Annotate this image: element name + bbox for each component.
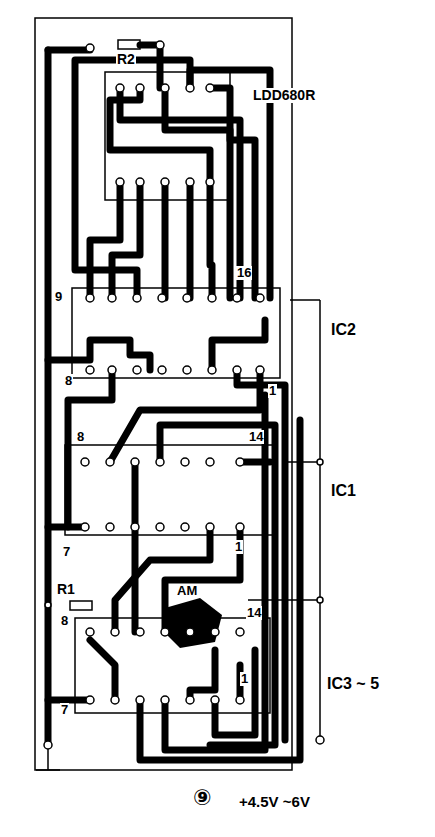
pad xyxy=(131,458,139,466)
pad xyxy=(206,523,214,531)
ic-label: IC3 ~ 5 xyxy=(326,676,380,693)
pin-number: 1 xyxy=(240,672,249,686)
pad xyxy=(208,294,216,302)
pad xyxy=(161,696,169,704)
pin-number: 16 xyxy=(236,266,252,280)
pad xyxy=(186,696,194,704)
pad xyxy=(256,294,264,302)
pad xyxy=(136,178,144,186)
pad xyxy=(161,178,169,186)
pad xyxy=(108,294,116,302)
pin-number: 8 xyxy=(60,614,69,628)
pad xyxy=(211,628,219,636)
pads xyxy=(81,41,264,704)
pad xyxy=(86,366,94,374)
pad xyxy=(81,523,89,531)
pad xyxy=(158,366,166,374)
pad xyxy=(186,84,194,92)
pad xyxy=(186,178,194,186)
pin-number: 14 xyxy=(248,430,264,444)
pad xyxy=(183,294,191,302)
pin-number: 1 xyxy=(234,540,243,554)
ic-label: IC1 xyxy=(330,483,357,500)
ground-symbol xyxy=(36,459,324,770)
pad xyxy=(156,41,164,49)
pad xyxy=(133,366,141,374)
part-number: LDD680R xyxy=(252,88,316,103)
pad xyxy=(86,294,94,302)
am-module xyxy=(162,598,222,648)
pad xyxy=(161,628,169,636)
pad xyxy=(186,628,194,636)
pad xyxy=(256,366,264,374)
pad xyxy=(236,628,244,636)
pad xyxy=(236,523,244,531)
pad xyxy=(161,84,169,92)
pad xyxy=(181,523,189,531)
pad xyxy=(236,696,244,704)
pad xyxy=(206,178,214,186)
pad xyxy=(156,458,164,466)
pad xyxy=(86,696,94,704)
pad xyxy=(236,458,244,466)
pad xyxy=(206,84,214,92)
component-label: R1 xyxy=(56,582,76,597)
pad xyxy=(181,458,189,466)
pad xyxy=(156,523,164,531)
component-label: R2 xyxy=(116,52,136,67)
pad xyxy=(211,696,219,704)
pad xyxy=(86,44,94,52)
pad xyxy=(136,84,144,92)
pad xyxy=(206,458,214,466)
pad xyxy=(108,366,116,374)
figure-number: ⑨ xyxy=(192,786,213,809)
pad xyxy=(136,696,144,704)
pad xyxy=(131,523,139,531)
pad xyxy=(111,628,119,636)
pad xyxy=(106,523,114,531)
outlines xyxy=(35,18,320,770)
pad xyxy=(233,366,241,374)
pin-number: 8 xyxy=(76,430,85,444)
pad xyxy=(233,294,241,302)
copper-traces xyxy=(48,45,300,760)
pad xyxy=(158,294,166,302)
pad xyxy=(111,696,119,704)
pin-number: 14 xyxy=(246,606,262,620)
pad xyxy=(106,458,114,466)
pad xyxy=(208,366,216,374)
pad xyxy=(86,628,94,636)
ic-label: IC2 xyxy=(330,322,357,339)
pad xyxy=(136,628,144,636)
component-label: AM xyxy=(176,584,198,598)
pin-number: 7 xyxy=(60,703,69,717)
pad xyxy=(116,84,124,92)
pin-number: 8 xyxy=(64,374,73,388)
pin-number: 7 xyxy=(62,545,71,559)
pad xyxy=(183,366,191,374)
supply-label: +4.5V ~6V xyxy=(238,794,311,810)
pin-number: 9 xyxy=(54,290,63,304)
pin-number: 1 xyxy=(268,384,277,398)
pad xyxy=(81,458,89,466)
pad xyxy=(133,294,141,302)
pad xyxy=(116,178,124,186)
